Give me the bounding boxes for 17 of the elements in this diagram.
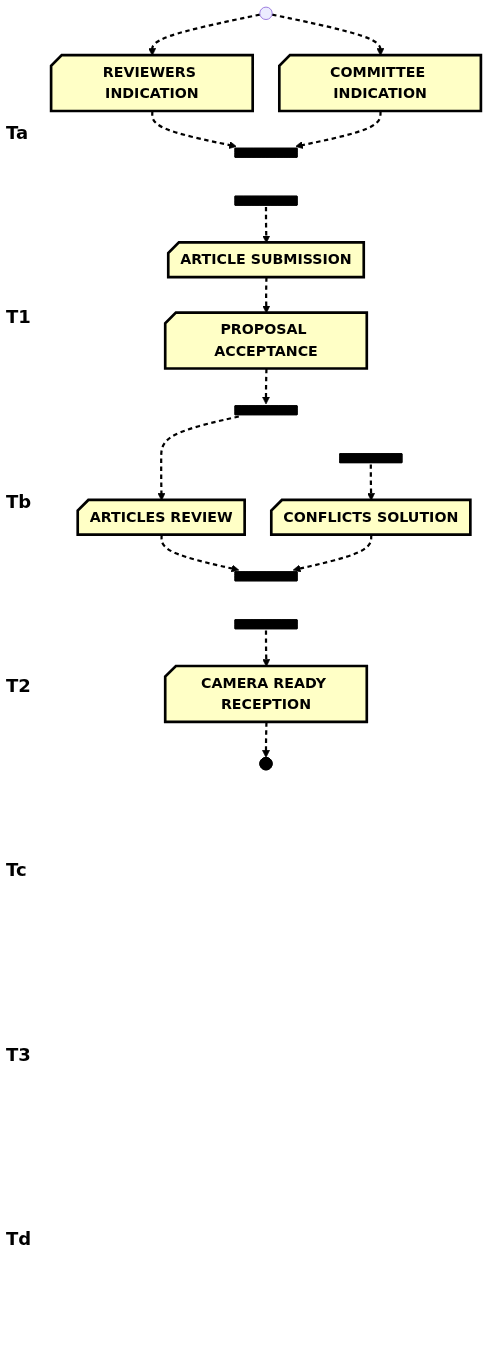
interval-label: T2 [6,674,32,696]
interval-label: Tc [6,859,28,881]
interval-label: T1 [6,306,32,328]
arrow [271,13,385,56]
arrow [160,535,240,573]
arrow [262,722,270,758]
interval-label: Td [6,1228,33,1250]
arrow [148,13,261,56]
arrow [151,111,237,149]
interval-label: Tb [6,490,33,512]
interval-label: Ta [6,121,30,143]
arrow [262,630,271,667]
arrow [262,368,270,405]
interval-label: T3 [6,1043,32,1065]
node-circle [259,6,273,20]
arrow [292,535,373,573]
arrow [295,111,382,149]
